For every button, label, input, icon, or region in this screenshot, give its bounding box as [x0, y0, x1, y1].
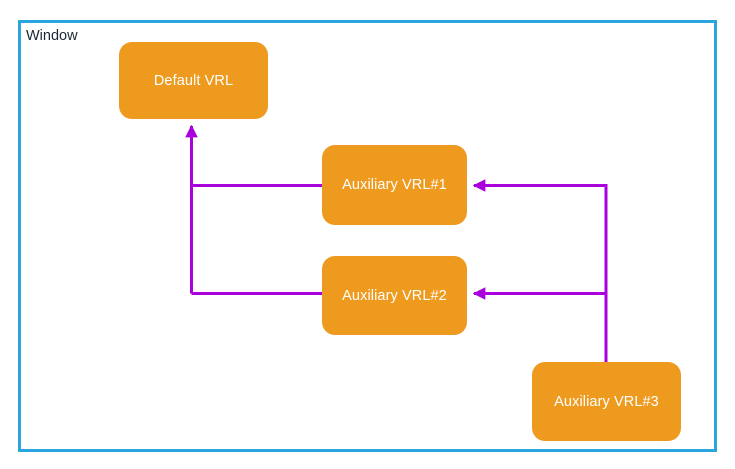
node-auxiliary-vrl-2-label: Auxiliary VRL#2 — [342, 287, 447, 304]
node-default-vrl[interactable]: Default VRL — [119, 42, 268, 119]
node-auxiliary-vrl-3-label: Auxiliary VRL#3 — [554, 393, 659, 410]
node-auxiliary-vrl-2[interactable]: Auxiliary VRL#2 — [322, 256, 467, 335]
node-auxiliary-vrl-3[interactable]: Auxiliary VRL#3 — [532, 362, 681, 441]
window-label: Window — [26, 28, 78, 44]
node-default-vrl-label: Default VRL — [153, 72, 234, 89]
node-auxiliary-vrl-1-label: Auxiliary VRL#1 — [342, 177, 447, 193]
node-auxiliary-vrl-1[interactable]: Auxiliary VRL#1 — [322, 145, 467, 225]
